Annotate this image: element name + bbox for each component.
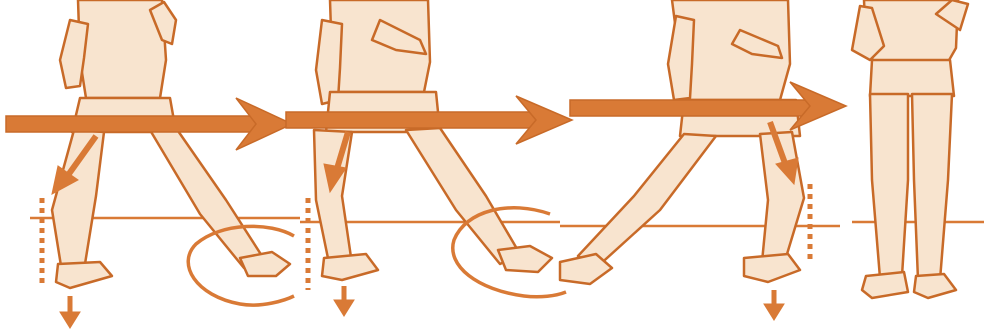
hips bbox=[870, 60, 954, 96]
leg-right bbox=[150, 128, 262, 268]
leg-left bbox=[52, 130, 104, 272]
figure-panel-3 bbox=[560, 0, 804, 284]
figure-panel-2 bbox=[314, 0, 552, 280]
leg-left bbox=[314, 130, 352, 268]
down-arrow-1 bbox=[60, 296, 80, 328]
down-arrow-2 bbox=[334, 286, 354, 316]
shoe-left bbox=[862, 272, 908, 298]
leg-left bbox=[870, 94, 908, 278]
shoe-right bbox=[914, 274, 956, 298]
figure-panel-4 bbox=[852, 0, 968, 298]
shoe-right bbox=[744, 254, 800, 282]
shoe-right bbox=[240, 252, 290, 276]
ground-line bbox=[30, 218, 984, 226]
arm-left bbox=[668, 16, 694, 100]
leg-right bbox=[406, 128, 520, 264]
shoe-right bbox=[498, 246, 552, 272]
shoe-left bbox=[56, 262, 112, 288]
leg-left bbox=[578, 134, 716, 268]
shoe-left bbox=[322, 254, 378, 280]
down-arrow-3 bbox=[764, 290, 784, 320]
leg-right bbox=[912, 94, 952, 280]
